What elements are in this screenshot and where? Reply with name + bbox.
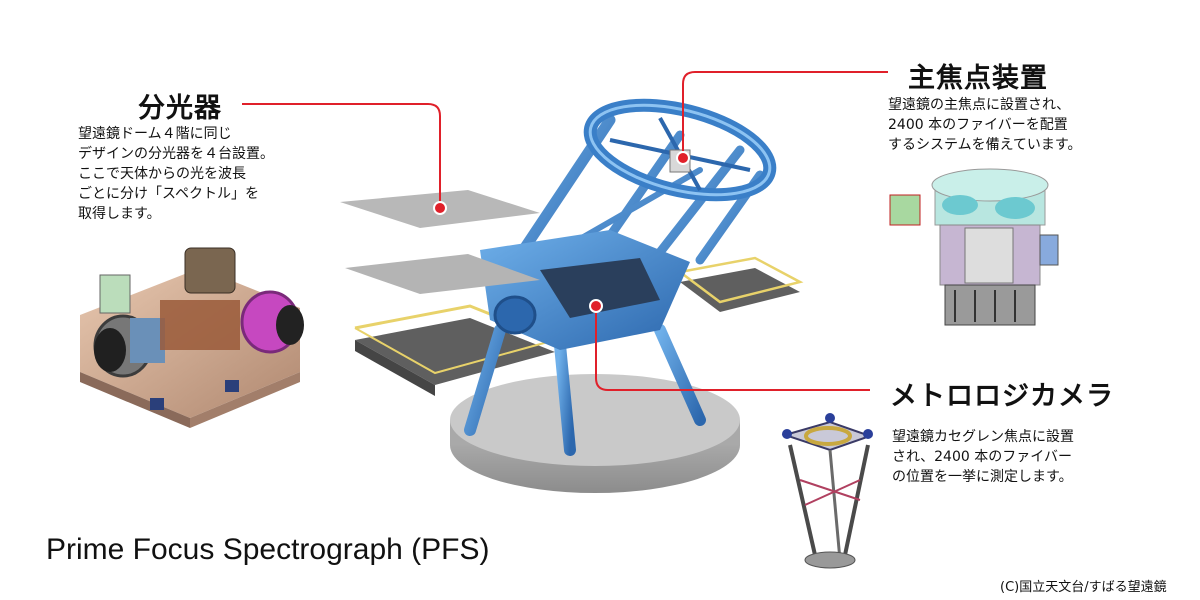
right-railing: [679, 256, 804, 304]
leader-line-prime-focus: [682, 71, 888, 156]
light-plane-lower: [345, 254, 540, 294]
metrology-camera-illustration: [781, 413, 874, 569]
leader-lines: [242, 71, 888, 391]
spectrograph-description: 望遠鏡ドーム４階に同じ デザインの分光器を４台設置。 ここで天体からの光を波長 …: [78, 126, 274, 222]
leader-endpoint-spectrograph: [433, 201, 447, 215]
leader-endpoints: [433, 151, 690, 313]
prime-focus-description: 望遠鏡の主焦点に設置され、 2400 本のファイバーを配置 するシステムを備えて…: [888, 97, 1082, 153]
leader-line-spectrograph: [242, 103, 441, 206]
leader-endpoint-prime-focus: [676, 151, 690, 165]
copyright-credit: (C)国立天文台/すばる望遠鏡: [1000, 580, 1167, 595]
telescope-illustration: [354, 98, 804, 493]
metrology-description: 望遠鏡カセグレン焦点に設置 され、2400 本のファイバー の位置を一挙に測定し…: [892, 429, 1074, 485]
prime-focus-illustration: [889, 168, 1059, 326]
left-platform: [355, 318, 555, 385]
prime-focus-heading: 主焦点装置: [908, 63, 1048, 94]
right-platform: [680, 268, 800, 312]
spectrograph-heading: 分光器: [138, 93, 222, 124]
leader-line-metrology: [595, 306, 870, 391]
metrology-heading: メトロロジカメラ: [890, 381, 1114, 412]
spectrograph-illustration: [80, 247, 304, 428]
page-title: Prime Focus Spectrograph (PFS): [46, 533, 490, 566]
leader-endpoint-metrology: [589, 299, 603, 313]
